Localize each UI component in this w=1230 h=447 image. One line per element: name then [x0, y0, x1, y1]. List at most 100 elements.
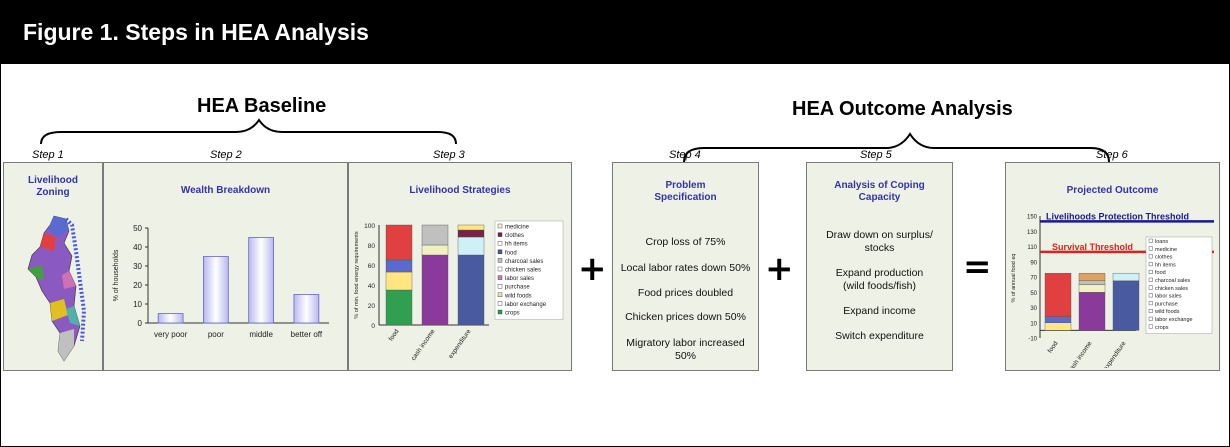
outcome-segment	[1078, 272, 1106, 282]
legend-label: labor sales	[1155, 294, 1182, 300]
zoning-map	[27, 215, 87, 362]
x-tick-label: expenditure	[447, 328, 472, 360]
problem-title-line2: Specification	[654, 192, 717, 203]
y-tick-label: 150	[1027, 215, 1038, 221]
legend-swatch	[1148, 324, 1153, 329]
legend-swatch	[497, 258, 503, 263]
wealth-bar-better-off	[293, 294, 320, 324]
legend-label: chicken sales	[1155, 286, 1188, 292]
legend-swatch	[1148, 308, 1153, 313]
x-tick-label: expenditure	[1102, 340, 1127, 368]
step-4-label: Step 4	[669, 149, 701, 161]
y-tick-label: 40	[368, 283, 376, 290]
strategy-segment	[421, 244, 449, 256]
problem-item-5: Migratory labor increased	[626, 337, 745, 349]
strategy-segment	[385, 259, 413, 273]
strategy-segment	[457, 254, 485, 326]
strategies-title: Livelihood Strategies	[409, 185, 511, 196]
legend-swatch	[497, 275, 503, 280]
legend-swatch	[1148, 238, 1153, 243]
legend-label: hh items	[1155, 262, 1176, 268]
zoning-title-line1: Livelihood	[28, 175, 78, 186]
plus-operator-2: +	[765, 249, 794, 289]
problem-item-4: Chicken prices down 50%	[625, 311, 746, 323]
wealth-bar-very-poor	[157, 313, 184, 324]
legend-label: loans	[1155, 239, 1168, 245]
legend-swatch	[1148, 316, 1153, 321]
y-tick-label: 40	[133, 243, 142, 252]
title-separator	[1, 64, 1229, 66]
step-1-label: Step 1	[32, 149, 64, 161]
legend-label: clothes	[1155, 255, 1173, 261]
outcome-segment	[1112, 272, 1140, 282]
legend-swatch	[1148, 262, 1153, 267]
projected-title: Projected Outcome	[1066, 185, 1159, 196]
legend-swatch	[1148, 285, 1153, 290]
outcome-segment	[1044, 272, 1072, 317]
legend-swatch	[497, 292, 503, 298]
y-tick-label: 90	[1030, 260, 1037, 266]
legend-swatch	[1148, 293, 1153, 298]
legend-label: charcoal sales	[505, 259, 543, 265]
x-tick-label: food	[1047, 340, 1060, 355]
legend-label: wild foods	[504, 293, 532, 299]
y-tick-label: -10	[1028, 337, 1037, 343]
step-2-label: Step 2	[210, 149, 242, 161]
x-tick-label: cash income	[410, 328, 437, 362]
outcome-segment	[1112, 280, 1140, 331]
y-tick-label: 50	[1030, 291, 1037, 297]
strategy-segment	[421, 254, 449, 326]
legend-label: wild foods	[1154, 309, 1180, 315]
legend-swatch	[497, 241, 503, 246]
x-tick-label: cash income	[1067, 340, 1094, 368]
y-tick-label: 80	[368, 243, 376, 250]
problem-item-1: Crop loss of 75%	[645, 236, 726, 248]
coping-item-5: Expand income	[843, 305, 916, 317]
y-tick-label: 0	[138, 319, 143, 328]
y-tick-label: 110	[1027, 245, 1037, 251]
legend-box	[1145, 236, 1213, 334]
outcome-brace	[683, 132, 1110, 163]
coping-panel: Analysis of Coping Capacity Draw down on…	[806, 162, 953, 371]
legend-label: food	[505, 250, 517, 256]
wealth-bar-middle	[248, 237, 274, 324]
problem-item-2: Local labor rates down 50%	[620, 262, 751, 274]
strategy-segment	[385, 271, 413, 291]
y-tick-label: 130	[1027, 230, 1038, 236]
legend-label: chicken sales	[505, 268, 541, 274]
legend-label: hh items	[505, 242, 528, 248]
legend-swatch	[497, 301, 503, 306]
legend-swatch	[1148, 277, 1153, 282]
step-6-label: Step 6	[1096, 149, 1128, 161]
legend-swatch	[497, 232, 503, 237]
coping-item-6: Switch expenditure	[835, 330, 924, 342]
legend-swatch	[497, 309, 503, 315]
x-tick-label: food	[388, 328, 401, 343]
wealth-title: Wealth Breakdown	[180, 185, 271, 196]
legend-swatch	[497, 249, 503, 254]
equals-operator: =	[963, 247, 992, 287]
legend-label: charcoal sales	[1155, 278, 1190, 284]
section-braces	[40, 118, 1110, 163]
zoning-panel: Livelihood Zoning	[3, 162, 103, 371]
wealth-bar-poor	[203, 256, 229, 324]
outcome-segment	[1078, 292, 1106, 331]
legend-label: medicine	[1155, 247, 1177, 253]
legend-swatch	[1148, 301, 1153, 306]
step-5-label: Step 5	[860, 149, 892, 161]
legend-label: clothes	[505, 233, 524, 239]
legend-label: labor sales	[505, 276, 534, 282]
problem-item-3: Food prices doubled	[637, 287, 734, 299]
zoning-title-line2: Zoning	[36, 187, 70, 198]
x-tick-label: better off	[291, 330, 323, 339]
y-tick-label: 20	[133, 281, 142, 290]
lp-threshold-label: Livelihoods Protection Threshold	[1046, 211, 1189, 221]
legend-label: purchase	[505, 285, 530, 291]
y-tick-label: 60	[368, 263, 376, 270]
y-tick-label: 0	[371, 323, 375, 330]
y-tick-label: 70	[1030, 276, 1037, 282]
y-tick-label: 50	[133, 224, 142, 233]
